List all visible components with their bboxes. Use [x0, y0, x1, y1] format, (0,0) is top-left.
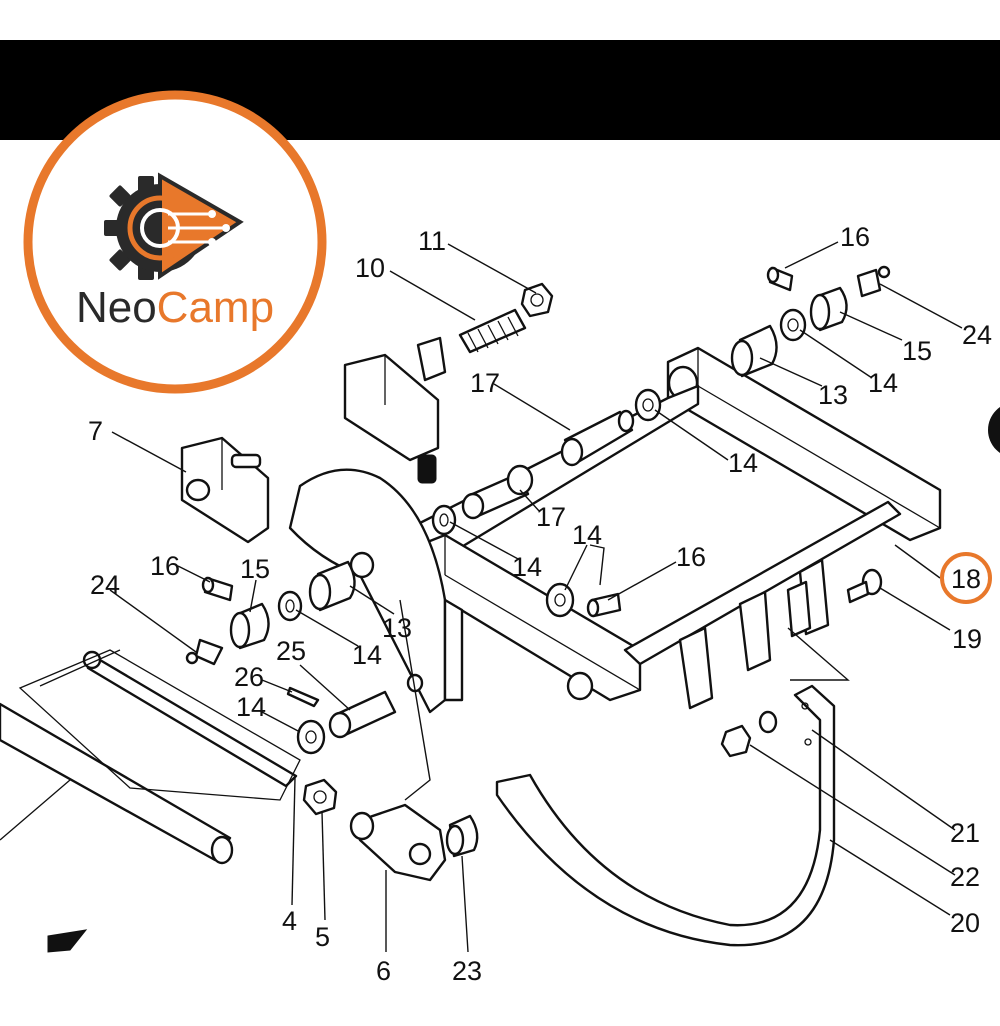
nut-5 [302, 778, 338, 816]
callout-17-lower: 17 [536, 502, 566, 532]
grease-nipples-24 [185, 265, 891, 666]
bushings-13 [308, 324, 778, 612]
callout-20: 20 [950, 908, 980, 938]
callout-17-upper: 17 [470, 368, 500, 398]
callout-13-right: 13 [818, 380, 848, 410]
callout-21: 21 [950, 818, 980, 848]
leader-lines [109, 241, 963, 953]
bolt-19 [846, 568, 883, 604]
side-plate [288, 468, 464, 714]
callout-15-left: 15 [240, 554, 270, 584]
callout-18: 18 [951, 564, 981, 594]
callout-10: 10 [355, 253, 385, 283]
callout-4: 4 [282, 906, 297, 936]
callout-25: 25 [276, 636, 306, 666]
callout-23: 23 [452, 956, 482, 986]
gear-play-logo-icon [104, 172, 244, 280]
callout-14-left: 14 [352, 640, 382, 670]
pin-17-lower [461, 464, 534, 520]
logo-word-camp: Camp [157, 283, 274, 332]
callout-16-left: 16 [150, 551, 180, 581]
callout-16-upper: 16 [840, 222, 870, 252]
callout-22: 22 [950, 862, 980, 892]
pins-16 [201, 266, 794, 618]
bushing-23 [445, 814, 479, 858]
part-7-block [180, 436, 270, 544]
callout-14-rear-washer: 14 [728, 448, 758, 478]
bushings-15 [229, 286, 848, 650]
callout-24-right: 24 [962, 320, 992, 350]
spring-tine-20 [495, 684, 836, 947]
callout-labels: 11 10 7 17 17 14 16 24 15 14 13 16 14 14… [88, 222, 992, 986]
callout-5: 5 [315, 922, 330, 952]
callout-14-lower-left: 14 [236, 692, 266, 722]
callout-7: 7 [88, 416, 103, 446]
callout-19: 19 [952, 624, 982, 654]
logo-word-neo: Neo [76, 283, 157, 332]
clevis-6 [349, 803, 447, 882]
callout-6: 6 [376, 956, 391, 986]
washers [277, 308, 807, 755]
callout-14-mid: 14 [512, 552, 542, 582]
callout-14-mid-upper: 14 [572, 520, 602, 550]
callout-11: 11 [418, 226, 446, 256]
pin-17-upper [560, 409, 635, 467]
logo-wordmark: NeoCamp [76, 283, 274, 332]
clamp-bracket [343, 336, 447, 484]
callout-16-middle: 16 [676, 542, 706, 572]
highlight-ring [940, 552, 992, 604]
direction-arrow-icon [47, 929, 88, 953]
pin-25 [328, 690, 397, 739]
edge-badge [988, 407, 1000, 453]
roller-tubes [0, 649, 301, 865]
cotter-26 [286, 686, 320, 708]
callout-24-left: 24 [90, 570, 120, 600]
main-frame [408, 346, 942, 710]
nut-11 [520, 282, 554, 318]
highlight-part-18: 18 [940, 552, 992, 604]
callout-15-right: 15 [902, 336, 932, 366]
callout-13-left: 13 [382, 613, 412, 643]
callout-14-right: 14 [868, 368, 898, 398]
callout-26: 26 [234, 662, 264, 692]
spring-10 [458, 308, 527, 354]
neocamp-logo: NeoCamp [23, 90, 327, 394]
